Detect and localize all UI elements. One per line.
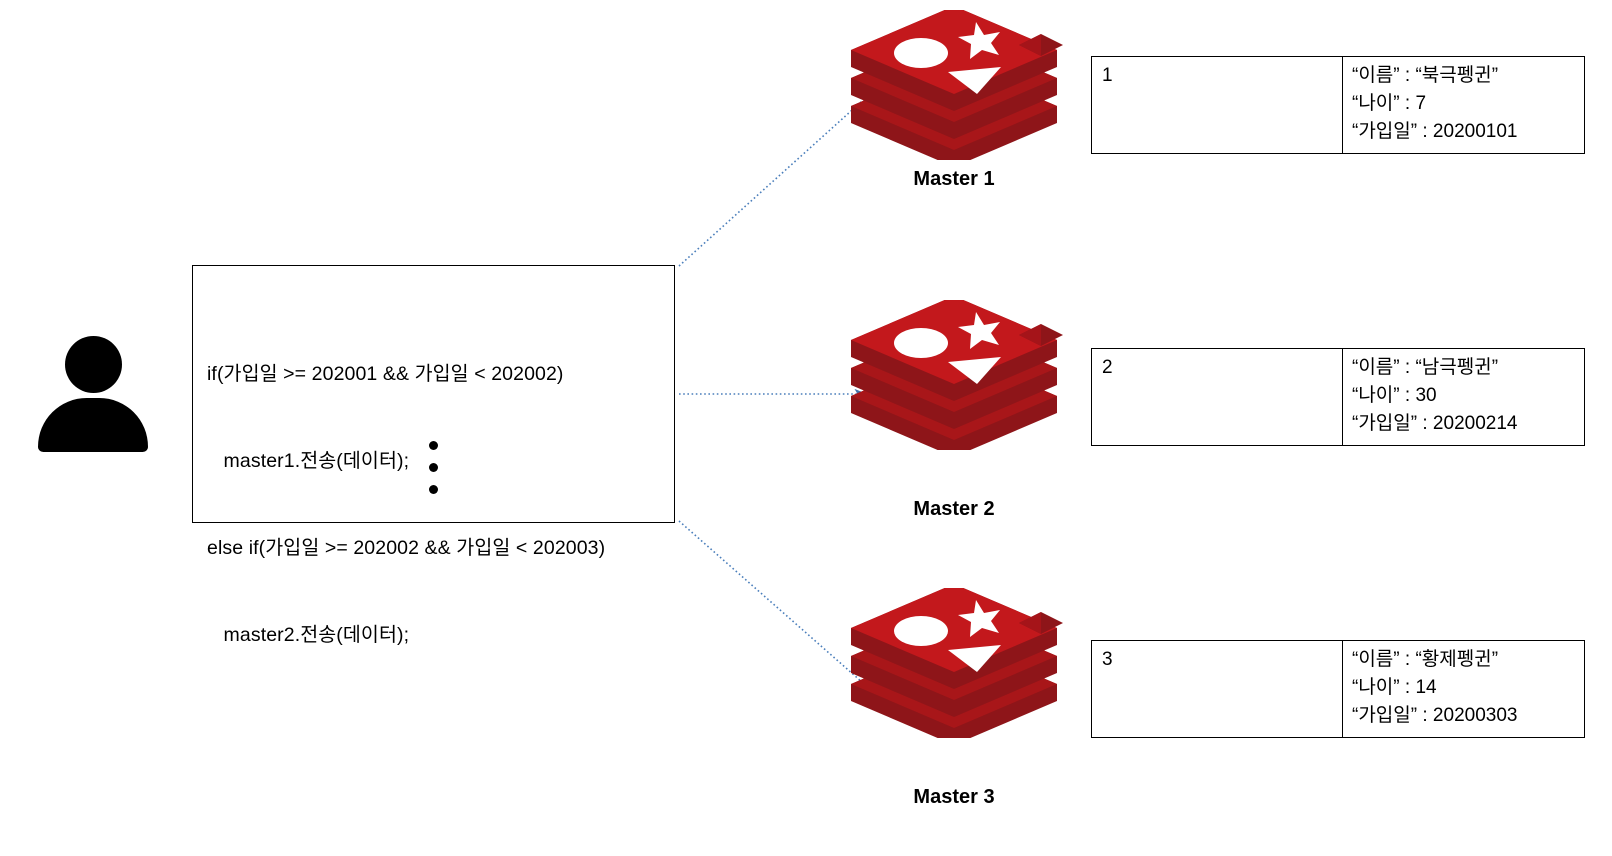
code-line: if(가입일 >= 202001 && 가입일 < 202002) bbox=[207, 363, 564, 385]
record-fields: “이름” : “황제펭귄” “나이” : 14 “가입일” : 20200303 bbox=[1342, 640, 1585, 738]
redis-logo-icon bbox=[851, 300, 1063, 450]
record-fields: “이름” : “북극펭귄” “나이” : 7 “가입일” : 20200101 bbox=[1342, 56, 1585, 154]
vertical-ellipsis-icon bbox=[193, 441, 674, 494]
record-key: 3 bbox=[1091, 640, 1343, 738]
table-row: 2 “이름” : “남극펭귄” “나이” : 30 “가입일” : 202002… bbox=[1091, 348, 1585, 446]
code-block: if(가입일 >= 202001 && 가입일 < 202002) master… bbox=[192, 265, 675, 646]
redis-node-label: Master 3 bbox=[913, 786, 995, 808]
redis-node-label: Master 2 bbox=[913, 498, 995, 520]
record-key: 2 bbox=[1091, 348, 1343, 446]
redis-node-master-2: Master 2 bbox=[841, 300, 1067, 520]
record-table-1: 1 “이름” : “북극펭귄” “나이” : 7 “가입일” : 2020010… bbox=[1091, 56, 1585, 154]
code-block-text: if(가입일 >= 202001 && 가입일 < 202002) master… bbox=[207, 302, 667, 708]
record-table-2: 2 “이름” : “남극펭귄” “나이” : 30 “가입일” : 202002… bbox=[1091, 348, 1585, 446]
code-line: else if(가입일 >= 202002 && 가입일 < 202003) bbox=[207, 537, 606, 559]
ellipsis-dot bbox=[429, 441, 438, 450]
ellipsis-dot bbox=[429, 485, 438, 494]
table-row: 1 “이름” : “북극펭귄” “나이” : 7 “가입일” : 2020010… bbox=[1091, 56, 1585, 154]
redis-node-master-3: Master 3 bbox=[841, 588, 1067, 808]
record-key: 1 bbox=[1091, 56, 1343, 154]
ellipsis-dot bbox=[429, 463, 438, 472]
table-row: 3 “이름” : “황제펭귄” “나이” : 14 “가입일” : 202003… bbox=[1091, 640, 1585, 738]
redis-logo-icon bbox=[851, 10, 1063, 160]
code-line: master2.전송(데이터); bbox=[207, 624, 410, 646]
record-fields: “이름” : “남극펭귄” “나이” : 30 “가입일” : 20200214 bbox=[1342, 348, 1585, 446]
user-icon-body bbox=[38, 398, 148, 452]
user-icon bbox=[38, 336, 148, 452]
redis-node-master-1: Master 1 bbox=[841, 10, 1067, 200]
user-icon-head bbox=[65, 336, 122, 393]
redis-node-label: Master 1 bbox=[913, 168, 995, 190]
record-table-3: 3 “이름” : “황제펭귄” “나이” : 14 “가입일” : 202003… bbox=[1091, 640, 1585, 738]
code-line: master1.전송(데이터); bbox=[207, 450, 410, 472]
redis-logo-icon bbox=[851, 588, 1063, 738]
